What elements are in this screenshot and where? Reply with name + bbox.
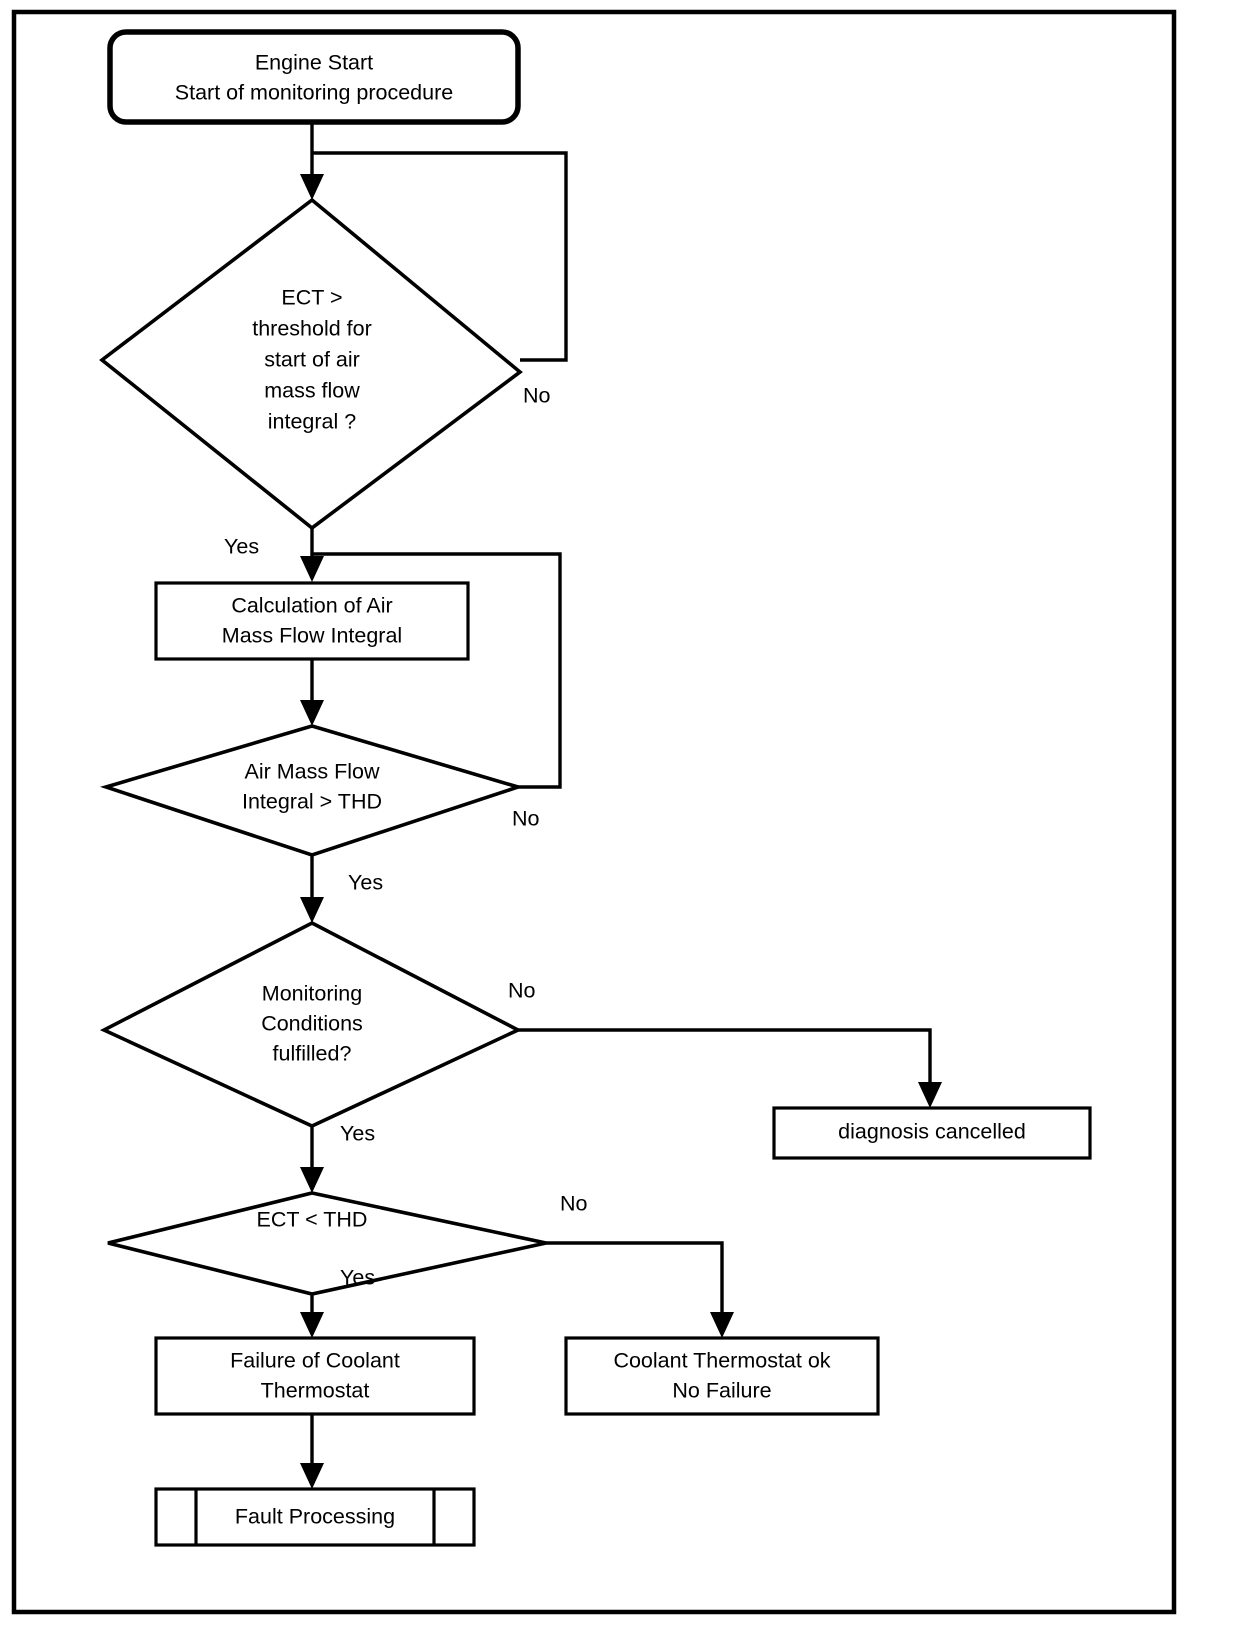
edge-label-ect-threshold-yes: Yes xyxy=(224,535,259,559)
engine-start-line2: Start of monitoring procedure xyxy=(175,81,453,105)
edge-label-ect-thd-no: No xyxy=(560,1192,588,1216)
edge-failure-to-fault-processing xyxy=(300,1414,324,1489)
edge-integral-thd-yes: Yes xyxy=(300,855,383,923)
edge-calculation-to-integral-decision xyxy=(300,659,324,726)
ect-threshold-line3: start of air xyxy=(264,348,360,372)
edge-ect-threshold-no-loop: No xyxy=(312,151,568,408)
diagnosis-cancelled-line1: diagnosis cancelled xyxy=(838,1120,1026,1144)
engine-start-line1: Engine Start xyxy=(255,51,373,75)
edge-ect-thd-no: No xyxy=(546,1192,734,1338)
node-engine-start[interactable]: Engine Start Start of monitoring procedu… xyxy=(107,29,521,125)
calculation-line2: Mass Flow Integral xyxy=(222,624,402,648)
failure-coolant-line1: Failure of Coolant xyxy=(230,1349,400,1373)
fault-processing-shape xyxy=(154,1487,476,1547)
monitoring-line1: Monitoring xyxy=(262,982,362,1006)
arrowhead-icon xyxy=(300,1312,324,1338)
edge-monitoring-no: No xyxy=(508,979,942,1108)
node-air-mass-flow-integral-decision[interactable]: Air Mass Flow Integral > THD xyxy=(99,724,525,857)
thermostat-ok-line1: Coolant Thermostat ok xyxy=(613,1349,830,1373)
arrowhead-icon xyxy=(710,1312,734,1338)
edge-label-monitoring-yes: Yes xyxy=(340,1122,375,1146)
arrowhead-icon xyxy=(918,1082,942,1108)
node-monitoring-conditions-decision[interactable]: Monitoring Conditions fulfilled? xyxy=(99,920,523,1128)
ect-threshold-line1: ECT > xyxy=(281,286,342,310)
node-calculation-air-mass-flow[interactable]: Calculation of Air Mass Flow Integral xyxy=(154,581,470,661)
arrowhead-icon xyxy=(300,700,324,726)
edge-ect-threshold-yes: Yes xyxy=(224,528,324,582)
node-diagnosis-cancelled[interactable]: diagnosis cancelled xyxy=(772,1106,1092,1160)
fault-processing-line1: Fault Processing xyxy=(235,1505,395,1529)
node-failure-of-coolant-thermostat[interactable]: Failure of Coolant Thermostat xyxy=(154,1336,476,1416)
arrowhead-icon xyxy=(300,174,324,200)
failure-coolant-line2: Thermostat xyxy=(261,1379,370,1403)
edge-start-to-ect-threshold xyxy=(300,122,324,200)
edge-label-ect-thd-yes: Yes xyxy=(340,1266,375,1290)
thermostat-ok-line2: No Failure xyxy=(672,1379,771,1403)
diagnosis-cancelled-shape xyxy=(772,1106,1092,1160)
node-ect-less-than-thd-decision[interactable]: ECT < THD xyxy=(107,1191,547,1296)
edge-monitoring-yes: Yes xyxy=(300,1122,375,1193)
monitoring-line3: fulfilled? xyxy=(273,1042,352,1066)
arrowhead-icon xyxy=(300,556,324,582)
edge-integral-thd-no-loop: No xyxy=(312,552,562,831)
integral-thd-line2: Integral > THD xyxy=(242,790,382,814)
diagram-border xyxy=(11,9,1177,1615)
edge-label-monitoring-no: No xyxy=(508,979,536,1003)
ect-threshold-line4: mass flow xyxy=(264,379,360,403)
integral-thd-line1: Air Mass Flow xyxy=(245,760,380,784)
failure-coolant-shape xyxy=(154,1336,476,1416)
ect-threshold-line5: integral ? xyxy=(268,410,356,434)
edge-label-ect-threshold-no: No xyxy=(523,384,551,408)
edge-ect-thd-yes: Yes xyxy=(300,1266,375,1338)
calculation-shape xyxy=(154,581,470,661)
node-ect-threshold-decision[interactable]: ECT > threshold for start of air mass fl… xyxy=(99,197,523,531)
arrowhead-icon xyxy=(300,1463,324,1489)
edge-label-integral-thd-yes: Yes xyxy=(348,871,383,895)
edge-label-integral-thd-no: No xyxy=(512,807,540,831)
node-coolant-thermostat-ok[interactable]: Coolant Thermostat ok No Failure xyxy=(564,1336,880,1416)
engine-start-shape xyxy=(107,29,521,125)
arrowhead-icon xyxy=(300,1167,324,1193)
node-fault-processing[interactable]: Fault Processing xyxy=(154,1487,476,1547)
calculation-line1: Calculation of Air xyxy=(231,594,392,618)
monitoring-line2: Conditions xyxy=(261,1012,363,1036)
ect-threshold-line2: threshold for xyxy=(252,317,372,341)
arrowhead-icon xyxy=(300,897,324,923)
thermostat-ok-shape xyxy=(564,1336,880,1416)
ect-thd-line1: ECT < THD xyxy=(257,1208,368,1232)
